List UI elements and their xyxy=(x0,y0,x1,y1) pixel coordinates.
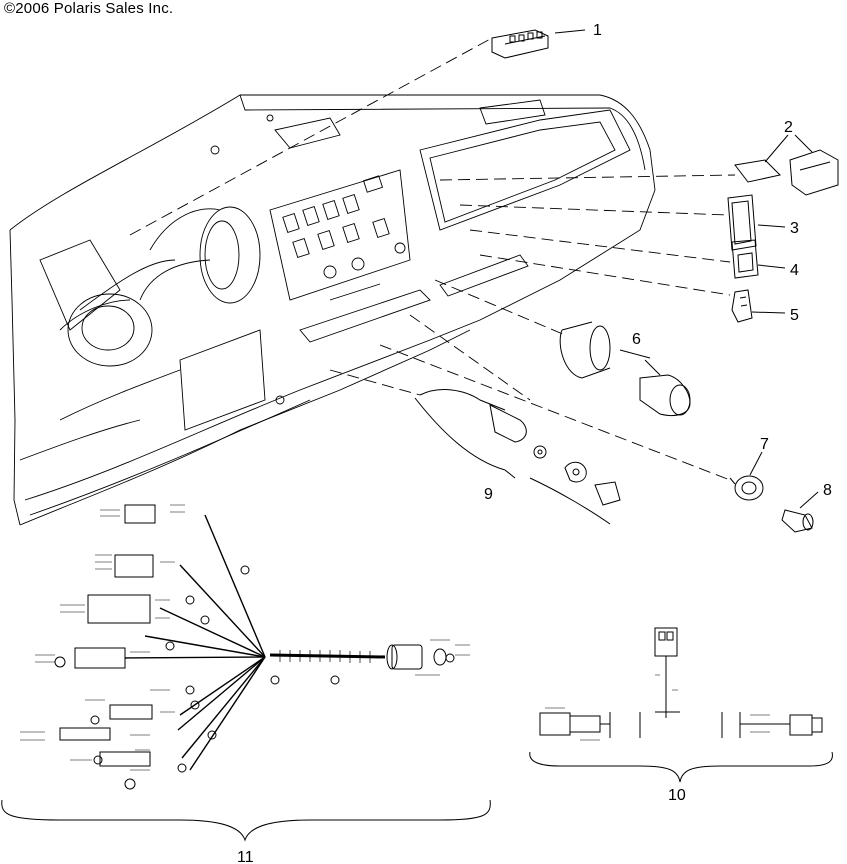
callout-1: 1 xyxy=(593,22,602,39)
part-4-rocker-switch xyxy=(731,239,786,279)
callout-2: 2 xyxy=(784,119,793,136)
callout-7: 7 xyxy=(760,436,769,453)
leader-lines xyxy=(129,37,736,481)
callout-5: 5 xyxy=(790,307,799,324)
part-11-wiring-harness xyxy=(1,504,491,842)
callout-8: 8 xyxy=(823,482,832,499)
callout-11: 11 xyxy=(237,849,254,864)
callout-6: 6 xyxy=(632,331,641,348)
part-1-connector xyxy=(491,29,586,59)
callout-4: 4 xyxy=(790,262,799,279)
copyright-notice: ©2006 Polaris Sales Inc. xyxy=(4,0,174,17)
callout-9: 9 xyxy=(484,486,493,503)
part-2-switch-cover xyxy=(734,134,839,196)
part-6-power-socket xyxy=(559,321,691,417)
part-9-key-switch xyxy=(414,389,621,525)
dashboard-panel xyxy=(9,94,656,526)
part-7-bezel xyxy=(729,451,764,501)
part-10-sub-harness xyxy=(529,627,833,783)
part-5-clip xyxy=(731,289,786,323)
callout-labels: 1 2 3 4 5 6 7 8 9 10 11 xyxy=(237,22,832,864)
part-8-bulb xyxy=(781,491,819,533)
callout-3: 3 xyxy=(790,220,799,237)
callout-10: 10 xyxy=(668,787,686,804)
